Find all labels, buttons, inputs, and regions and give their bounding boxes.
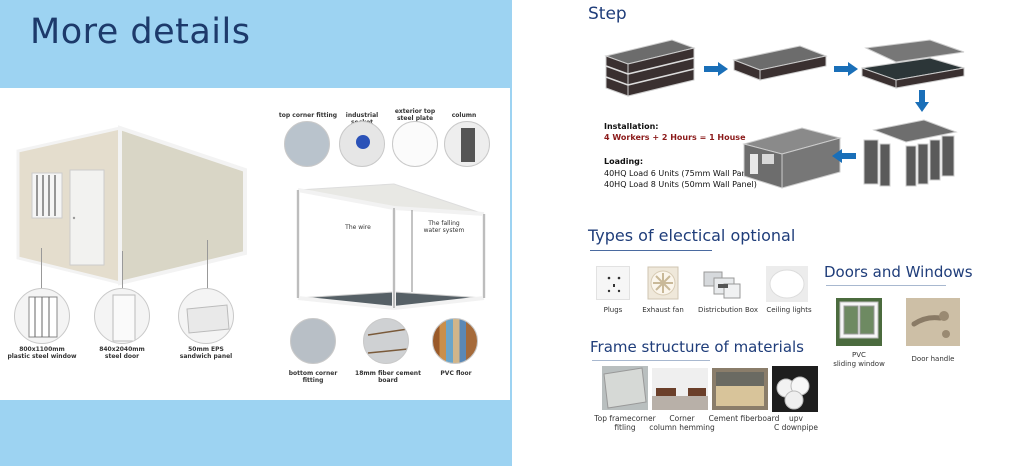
pvc-sliding-window-image: [836, 298, 882, 346]
installation-value: 4 Workers + 2 Hours = 1 House: [604, 133, 746, 142]
sandwich-panel-caption: 50mm EPS sandwich panel: [179, 346, 233, 360]
upvc-downpipe-caption: upv C downpipe: [773, 414, 819, 432]
ceiling-lights-image: [766, 266, 808, 302]
top-frame-corner-fitting-caption: Top framecorner fitling: [594, 414, 656, 432]
leader-line: [122, 251, 123, 291]
pvc-floor-image: [432, 318, 478, 364]
top-corner-fitting-image: [284, 121, 330, 167]
bottom-corner-fitting-image: [290, 318, 336, 364]
more-details-panel: More details 800x1100mm plas: [0, 0, 512, 466]
sandwich-panel-detail-image: [178, 288, 234, 344]
window-detail-image: [14, 288, 70, 344]
pvc-floor-caption: PVC floor: [440, 370, 472, 377]
falling-water-label: The falling water system: [423, 220, 465, 234]
leader-line: [207, 240, 208, 290]
assembling-house-illustration: [863, 119, 958, 187]
top-corner-fitting-caption: top corner fitting: [278, 112, 338, 119]
more-details-header: More details: [0, 0, 512, 88]
step-title: Step: [588, 4, 627, 24]
exhaust-fan-caption: Exhaust fan: [642, 306, 684, 314]
exterior-top-steel-plate-image: [392, 121, 438, 167]
upvc-downpipe-image: [772, 366, 818, 412]
arrow-right-icon: [704, 62, 728, 76]
electrical-section-title: Types of electical optional: [588, 226, 796, 245]
loading-line: 40HQ Load 8 Units (50mm Wall Panel): [604, 180, 757, 189]
frame-materials-underline: [592, 360, 710, 361]
column-image: [444, 121, 490, 167]
leader-line: [41, 248, 42, 290]
arrow-left-icon: [832, 149, 856, 163]
exhaust-fan-image: [644, 265, 682, 301]
door-handle-image: [906, 298, 960, 346]
arrow-down-icon: [915, 90, 929, 112]
container-house-illustration: [16, 125, 247, 286]
loading-line: 40HQ Load 6 Units (75mm Wall Panel): [604, 169, 757, 178]
industrial-socket-image: [339, 121, 385, 167]
wire-label: The wire: [345, 224, 371, 231]
cement-fiberboard-image: [712, 368, 768, 410]
frame-materials-section-title: Frame structure of materials: [590, 338, 804, 356]
column-caption: column: [451, 112, 477, 119]
doors-windows-section-title: Doors and Windows: [824, 263, 973, 281]
more-details-title: More details: [30, 12, 251, 52]
installation-panel: Step Installation: 4 Workers + 2 Hours =…: [514, 0, 1024, 466]
distribution-box-caption: Districbution Box: [698, 306, 758, 314]
plugs-image: [596, 266, 630, 300]
container-frame-illustration: [296, 183, 486, 310]
top-frame-corner-fitting-image: [602, 366, 648, 410]
fiber-cement-board-caption: 18mm fiber cement board: [355, 370, 421, 384]
ceiling-lights-caption: Ceiling lights: [766, 306, 812, 314]
distribution-box-image: [700, 266, 742, 302]
single-panel-illustration: [732, 45, 828, 81]
exterior-top-steel-plate-caption: exterior top steel plate: [394, 108, 436, 122]
opened-panel-illustration: [861, 39, 965, 89]
plugs-caption: Plugs: [603, 306, 623, 314]
door-caption: 840x2040mm steel door: [99, 346, 145, 360]
electrical-underline: [590, 250, 712, 251]
bottom-corner-fitting-caption: bottom corner fitting: [288, 370, 338, 384]
door-handle-caption: Door handle: [911, 355, 955, 363]
doors-windows-underline: [826, 285, 946, 286]
stacked-panels-illustration: [604, 39, 696, 97]
loading-label: Loading:: [604, 157, 644, 166]
details-image-area: 800x1100mm plastic steel window 840x2040…: [0, 88, 510, 400]
corner-column-hemming-caption: Corner column hemming: [649, 414, 715, 432]
arrow-right-icon: [834, 62, 858, 76]
corner-column-hemming-image: [652, 368, 708, 410]
window-caption: 800x1100mm plastic steel window: [7, 346, 77, 360]
installation-label: Installation:: [604, 122, 659, 131]
door-detail-image: [94, 288, 150, 344]
finished-house-illustration: [742, 127, 842, 189]
fiber-cement-board-image: [363, 318, 409, 364]
pvc-sliding-window-caption: PVC sliding window: [833, 351, 885, 368]
cement-fiberboard-caption: Cement fiberboard: [708, 414, 780, 423]
